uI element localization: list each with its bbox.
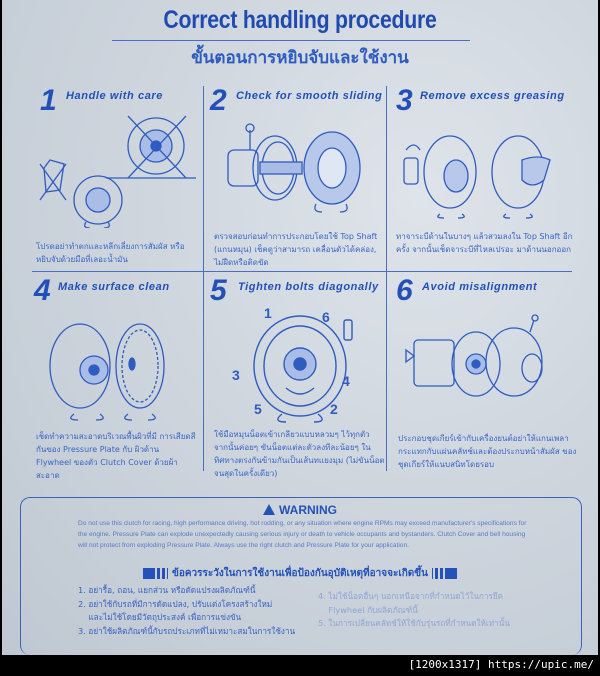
step-title: Tighten bolts diagonally (238, 281, 379, 293)
step-title: Avoid misalignment (422, 281, 538, 293)
clutch-disc-dropped-crossed-out-icon (39, 115, 196, 228)
step-description: ประกอบชุดเกียร์เข้ากับเครื่องยนต์อย่าให้… (398, 434, 577, 469)
panel-divider (386, 86, 387, 471)
caution-list-right: 4. ไม่ใช้น็อตอื่นๆ นอกเหนือจากที่กำหนดไว… (318, 590, 538, 631)
caution-item: Flywheel กับผลิตภัณฑ์นี้ (318, 604, 418, 615)
step-description: ใช้มือหมุนน็อตเข้าเกลียวแบบหลวมๆ ไว้ทุกต… (214, 430, 385, 478)
step-title: Make surface clean (58, 281, 170, 293)
warning-text: Do not use this clutch for racing, high … (78, 520, 527, 549)
svg-text:3: 3 (232, 367, 240, 383)
caution-item: และไม่ใช้โดยมีวัตถุประสงค์ เพื่อการแข่งข… (78, 612, 242, 622)
step-number: 6 (396, 274, 413, 307)
decor-block (445, 567, 458, 579)
decor-block (142, 567, 155, 579)
step-number: 1 (40, 84, 57, 117)
bolt-tightening-order-icon: 1 6 3 4 5 2 (232, 305, 353, 423)
warning-heading: WARNING (0, 503, 600, 517)
svg-text:5: 5 (254, 401, 262, 417)
step-description: ทาจาระบีด้านในบางๆ แล้วสวมลงใน Top Shaft… (396, 232, 573, 254)
panel-divider (203, 86, 204, 471)
page-subtitle-thai: ขั้นตอนการหยิบจับและใช้งาน (191, 48, 409, 68)
caution-item: 2. อย่าใช้กับรถที่มีการดัดแปลง, ปรับแต่ง… (78, 598, 273, 609)
step-description: โปรดอย่าทำตกและหลีกเลี่ยงการสัมผัส หรือห… (36, 242, 185, 264)
svg-text:2: 2 (330, 401, 338, 417)
title-underline (112, 40, 470, 41)
step-description: เช็ดทำความสะอาดบริเวณพื้นผิวที่มี การเสี… (36, 432, 196, 480)
caution-list-left: 1. อย่ารื้อ, ถอน, แยกส่วน หรือดัดแปรงผลิ… (78, 584, 318, 638)
clean-pressure-plate-flywheel-icon (49, 323, 165, 421)
instruction-sheet (2, 0, 598, 655)
warning-box (20, 497, 582, 655)
svg-text:6: 6 (322, 309, 330, 325)
page-title: Correct handling procedure (163, 6, 437, 34)
step-number: 3 (396, 84, 413, 117)
caution-item: 5. ในการเปลี่ยนคลัทช์ให้ใช้กับรุ่นรถที่ก… (318, 618, 510, 628)
image-caption: [1200x1317] https://upic.me/ (408, 658, 594, 671)
step-title: Remove excess greasing (420, 90, 565, 102)
step-number: 5 (210, 274, 227, 307)
caution-item: 3. อย่าใช้ผลิตภัณฑ์นี้กับรถประเภทที่ไม่เ… (78, 625, 296, 636)
step-title: Handle with care (66, 90, 164, 102)
row-divider (32, 271, 572, 272)
step-description: ตรวจสอบก่อนทำการประกอบโดยใช้ Top Shaft (… (214, 232, 378, 267)
step-number: 4 (34, 274, 51, 307)
step-title: Check for smooth sliding (236, 90, 383, 102)
gearbox-engine-misalignment-icon (405, 314, 543, 397)
svg-text:1: 1 (264, 305, 272, 321)
warning-triangle-icon (263, 504, 275, 515)
caution-item: 4. ไม่ใช้น็อตอื่นๆ นอกเหนือจากที่กำหนดไว… (318, 591, 504, 601)
svg-text:4: 4 (342, 373, 350, 389)
caution-item: 1. อย่ารื้อ, ถอน, แยกส่วน หรือดัดแปรงผลิ… (78, 585, 256, 595)
clutch-disc-on-top-shaft-icon (227, 123, 361, 213)
caution-heading: ข้อควรระวังในการใช้งานเพื่อป้องกันอุบัติ… (0, 566, 600, 581)
clutch-disc-wiping-grease-icon (403, 135, 551, 219)
step-number: 2 (210, 84, 227, 117)
